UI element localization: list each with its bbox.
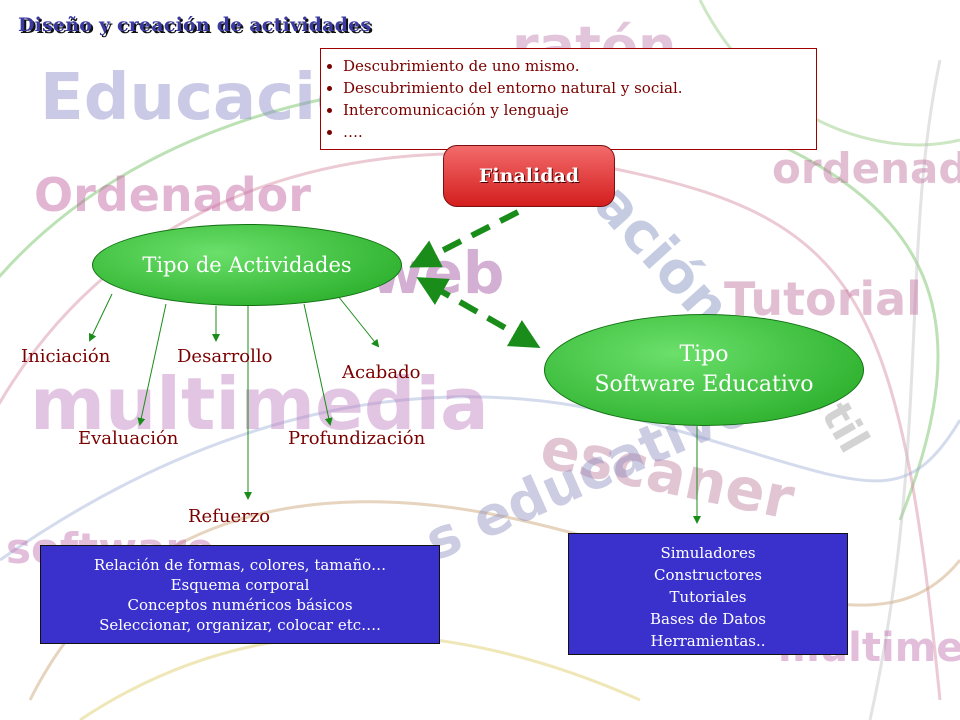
- tipo-software-line2: Software Educativo: [594, 372, 814, 397]
- activity-type-iniciacion: Iniciación: [21, 346, 111, 367]
- activities-detail-box: Relación de formas, colores, tamaño… Esq…: [40, 545, 440, 644]
- tipo-actividades-label: Tipo de Actividades: [142, 253, 352, 277]
- bg-word-ordenador-right: ordenador: [772, 144, 960, 193]
- finalidad-label: Finalidad: [478, 165, 580, 187]
- software-types-box: Simuladores Constructores Tutoriales Bas…: [568, 533, 848, 655]
- activities-detail-line: Esquema corporal: [170, 576, 310, 594]
- activity-type-refuerzo: Refuerzo: [188, 506, 271, 527]
- finalidad-item: ….: [343, 121, 806, 143]
- activity-type-acabado: Acabado: [342, 362, 421, 383]
- software-type-item: Tutoriales: [669, 588, 747, 606]
- tipo-software-node: Tipo Software Educativo: [544, 314, 864, 426]
- tipo-actividades-node: Tipo de Actividades: [92, 224, 402, 306]
- bg-word-tutorial: Tutorial: [724, 272, 922, 326]
- activity-type-evaluacion: Evaluación: [78, 428, 179, 449]
- finalidad-item: Descubrimiento de uno mismo.: [343, 55, 806, 77]
- bg-word-ordenador-left: Ordenador: [34, 168, 311, 222]
- software-type-item: Herramientas..: [650, 632, 766, 650]
- activity-type-profundizacion: Profundización: [288, 428, 426, 449]
- activities-detail-line: Relación de formas, colores, tamaño…: [93, 556, 387, 574]
- software-type-item: Bases de Datos: [650, 610, 766, 628]
- software-type-item: Simuladores: [660, 544, 756, 562]
- activities-detail-line: Seleccionar, organizar, colocar etc….: [99, 616, 381, 634]
- software-type-item: Constructores: [654, 566, 762, 584]
- activity-type-desarrollo: Desarrollo: [177, 346, 273, 367]
- finalidad-item: Descubrimiento del entorno natural y soc…: [343, 77, 806, 99]
- bg-word-multimedia: multimedia: [30, 362, 489, 446]
- finalidad-item: Intercomunicación y lenguaje: [343, 99, 806, 121]
- arrow-finalidad-to-actividades: [409, 209, 520, 268]
- page-title: Diseño y creación de actividades: [18, 14, 372, 36]
- activities-detail-line: Conceptos numéricos básicos: [127, 596, 353, 614]
- finalidad-list-box: Descubrimiento de uno mismo. Descubrimie…: [320, 48, 817, 150]
- arrow-actividades-software: [416, 277, 541, 348]
- tipo-software-line1: Tipo: [679, 342, 729, 367]
- finalidad-button: Finalidad: [443, 145, 615, 207]
